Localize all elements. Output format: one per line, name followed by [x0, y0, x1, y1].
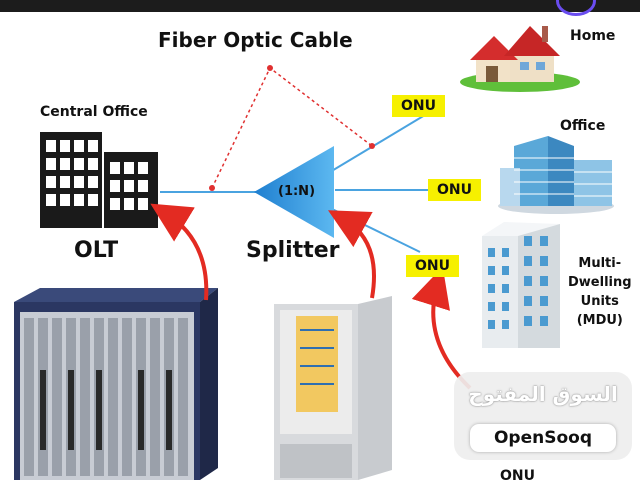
onu-badge-home: ONU — [392, 95, 445, 117]
home-icon — [460, 26, 580, 92]
arrow-splitter — [327, 210, 376, 299]
dotted-callout-line — [211, 66, 373, 189]
onu-badge-mdu: ONU — [406, 255, 459, 277]
diagram-title: Fiber Optic Cable — [158, 28, 353, 52]
arrow-olt — [150, 203, 209, 301]
splitter-ratio-label: (1:N) — [278, 184, 316, 199]
fiber-line-home — [329, 105, 441, 173]
splitter-icon — [254, 146, 334, 238]
watermark-arabic-text: السوق المفتوح — [468, 382, 618, 406]
home-label: Home — [570, 28, 616, 44]
mdu-label-line: (MDU) — [576, 313, 623, 328]
office-label: Office — [560, 118, 606, 134]
callout-dot — [369, 143, 375, 149]
mdu-building-icon — [482, 222, 560, 348]
olt-chassis-icon — [14, 288, 218, 480]
opensooq-watermark: السوق المفتوح OpenSooq — [454, 372, 632, 460]
mdu-label-line: Multi- — [578, 256, 622, 271]
onu-label-bottom: ONU — [500, 468, 535, 484]
olt-label: OLT — [74, 238, 119, 263]
splitter-cabinet-icon — [274, 296, 392, 480]
central-office-icon — [40, 132, 158, 228]
watermark-brand-text: OpenSooq — [470, 424, 616, 452]
mdu-label: Multi- Dwelling Units (MDU) — [568, 254, 632, 330]
office-building-icon — [498, 136, 614, 214]
top-bar — [0, 0, 640, 16]
mdu-label-line: Units — [580, 294, 619, 309]
callout-dot — [209, 185, 215, 191]
mdu-label-line: Dwelling — [568, 275, 632, 290]
splitter-label: Splitter — [246, 238, 340, 263]
onu-badge-office: ONU — [428, 179, 481, 201]
callout-dot — [267, 65, 273, 71]
central-office-label: Central Office — [40, 104, 148, 120]
